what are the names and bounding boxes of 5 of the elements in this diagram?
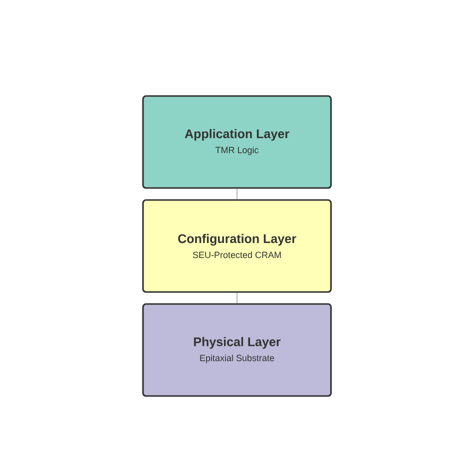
layer-box: Configuration Layer SEU-Protected CRAM <box>142 199 332 293</box>
connector-line <box>236 188 238 200</box>
layer-box: Application Layer TMR Logic <box>142 95 332 189</box>
connector-line <box>236 292 238 304</box>
layer-box: Physical Layer Epitaxial Substrate <box>142 303 332 397</box>
